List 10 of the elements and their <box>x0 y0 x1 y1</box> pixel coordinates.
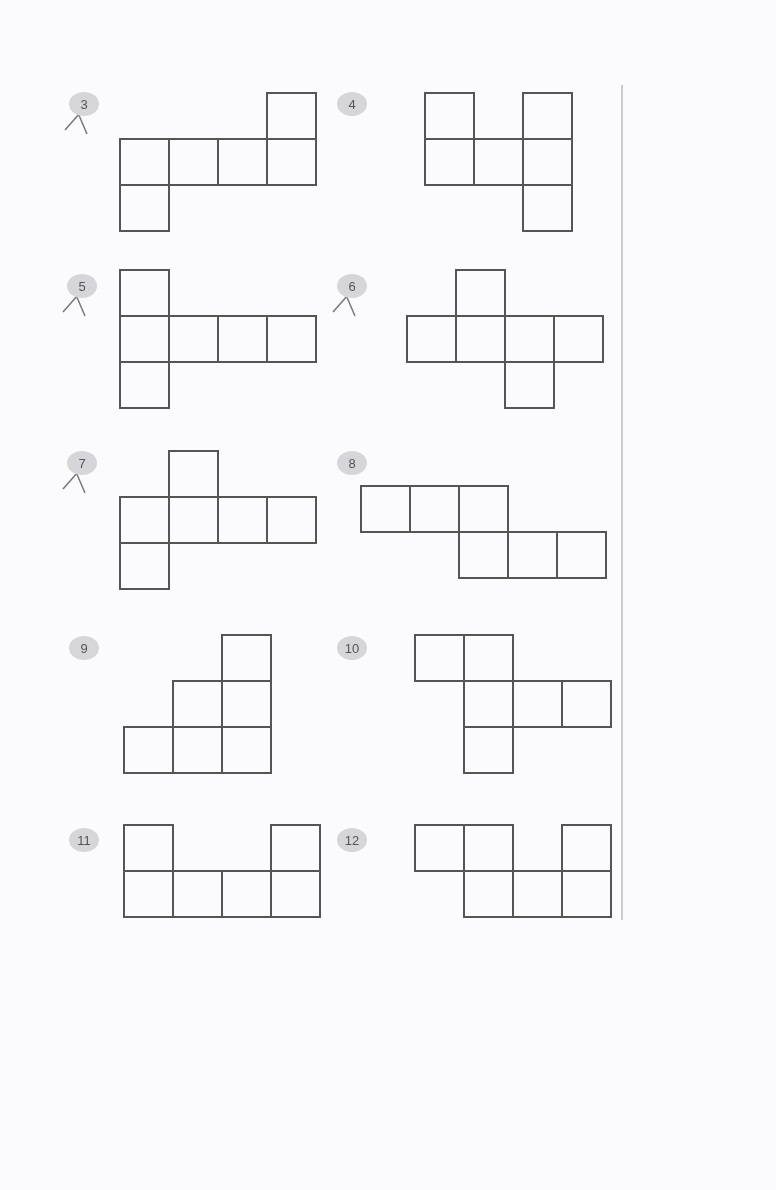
question-number: 7 <box>67 451 97 475</box>
question-number: 4 <box>337 92 367 116</box>
question-number: 12 <box>337 828 367 852</box>
question-number: 11 <box>69 828 99 852</box>
question-number: 10 <box>337 636 367 660</box>
question-number: 8 <box>337 451 367 475</box>
question-number: 5 <box>67 274 97 298</box>
question-number: 6 <box>337 274 367 298</box>
question-number: 3 <box>69 92 99 116</box>
question-number: 9 <box>69 636 99 660</box>
